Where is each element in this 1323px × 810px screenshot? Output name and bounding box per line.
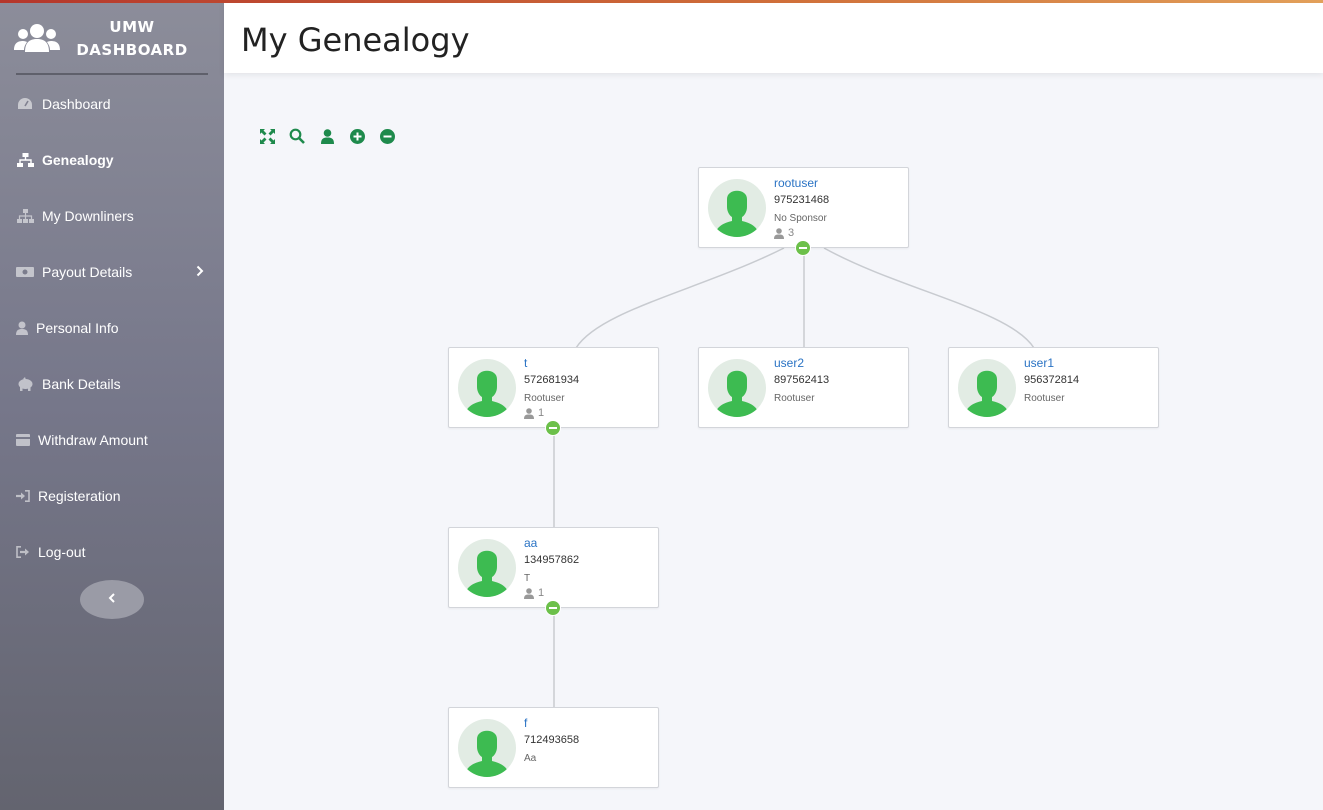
tree-toolbar	[258, 127, 408, 145]
search-icon[interactable]	[288, 127, 306, 145]
node-sponsor: Aa	[524, 753, 537, 764]
brand-line-2: DASHBOARD	[76, 41, 188, 59]
node-sponsor: Rootuser	[774, 393, 815, 404]
collapse-toggle[interactable]	[545, 420, 561, 436]
sign-out-icon	[16, 544, 30, 560]
piggy-bank-icon	[16, 376, 34, 392]
top-accent-bar	[0, 0, 1323, 3]
node-id: 956372814	[1024, 374, 1080, 386]
avatar	[458, 539, 516, 597]
node-downline-count: 3	[774, 227, 794, 239]
tree-node-user1[interactable]: user1 956372814 Rootuser	[948, 347, 1159, 428]
zoom-in-icon[interactable]	[348, 127, 366, 145]
user-icon[interactable]	[318, 127, 336, 145]
collapse-toggle[interactable]	[795, 240, 811, 256]
sidebar-divider	[16, 73, 208, 75]
sidebar-item-label: Bank Details	[42, 376, 121, 392]
sitemap-icon	[16, 152, 34, 168]
wallet-icon	[16, 432, 30, 448]
node-downline-count: 1	[524, 587, 544, 599]
tree-node-t[interactable]: t 572681934 Rootuser 1	[448, 347, 659, 436]
sidebar-item-label: Personal Info	[36, 320, 119, 336]
node-id: 712493658	[524, 734, 580, 746]
chevron-right-icon	[196, 264, 204, 280]
sidebar: UMW DASHBOARD Dashboard Genealogy My Dow…	[0, 0, 224, 810]
node-id: 897562413	[774, 374, 830, 386]
node-name[interactable]: f	[524, 716, 528, 730]
sidebar-item-label: Payout Details	[42, 264, 133, 280]
sidebar-item-label: My Downliners	[42, 208, 134, 224]
user-icon	[524, 407, 534, 419]
zoom-out-icon[interactable]	[378, 127, 396, 145]
node-id: 975231468	[774, 194, 830, 206]
node-id: 134957862	[524, 554, 580, 566]
sidebar-item-withdraw-amount[interactable]: Withdraw Amount	[0, 412, 224, 468]
speedometer-icon	[16, 96, 34, 112]
count-value: 1	[538, 587, 545, 599]
node-id: 572681934	[524, 374, 580, 386]
avatar	[958, 359, 1016, 417]
brand[interactable]: UMW DASHBOARD	[0, 10, 224, 70]
user-icon	[16, 320, 28, 336]
page-title: My Genealogy	[241, 21, 470, 59]
sidebar-item-payout-details[interactable]: Payout Details	[0, 244, 224, 300]
avatar	[708, 359, 766, 417]
node-sponsor: Rootuser	[1024, 393, 1065, 404]
sidebar-item-personal-info[interactable]: Personal Info	[0, 300, 224, 356]
sidebar-item-my-downliners[interactable]: My Downliners	[0, 188, 224, 244]
tree-node-aa[interactable]: aa 134957862 T 1	[448, 527, 659, 616]
expand-icon[interactable]	[258, 127, 276, 145]
tree-node-rootuser[interactable]: rootuser 975231468 No Sponsor 3	[698, 167, 909, 256]
sidebar-item-registeration[interactable]: Registeration	[0, 468, 224, 524]
sidebar-item-label: Genealogy	[42, 152, 114, 168]
user-icon	[774, 227, 784, 239]
node-name[interactable]: aa	[524, 536, 538, 550]
sidebar-item-label: Withdraw Amount	[38, 432, 148, 448]
count-value: 3	[788, 227, 795, 239]
brand-line-1: UMW	[109, 18, 155, 36]
node-sponsor: Rootuser	[524, 393, 565, 404]
node-name[interactable]: user2	[774, 356, 805, 370]
sidebar-item-log-out[interactable]: Log-out	[0, 524, 224, 580]
brand-title: UMW DASHBOARD	[68, 16, 196, 62]
node-name[interactable]: rootuser	[774, 176, 819, 190]
avatar	[458, 719, 516, 777]
sidebar-nav: Dashboard Genealogy My Downliners Payout…	[0, 76, 224, 580]
users-group-icon	[14, 22, 60, 54]
sign-in-icon	[16, 488, 30, 504]
collapse-toggle[interactable]	[545, 600, 561, 616]
node-name[interactable]: user1	[1024, 356, 1055, 370]
count-value: 1	[538, 407, 545, 419]
sidebar-collapse-button[interactable]	[80, 580, 144, 619]
user-icon	[524, 587, 534, 599]
money-icon	[16, 264, 34, 280]
hierarchy-icon	[16, 208, 34, 224]
sidebar-item-genealogy[interactable]: Genealogy	[0, 132, 224, 188]
tree-node-f[interactable]: f 712493658 Aa	[448, 707, 659, 788]
avatar	[708, 179, 766, 237]
page-header: My Genealogy	[224, 3, 1323, 73]
avatar	[458, 359, 516, 417]
chevron-left-icon	[108, 591, 116, 609]
sidebar-item-label: Log-out	[38, 544, 86, 560]
node-downline-count: 1	[524, 407, 544, 419]
node-name[interactable]: t	[524, 356, 528, 370]
sidebar-item-label: Registeration	[38, 488, 121, 504]
sidebar-item-dashboard[interactable]: Dashboard	[0, 76, 224, 132]
node-sponsor: T	[524, 573, 531, 584]
node-sponsor: No Sponsor	[774, 213, 827, 224]
sidebar-item-label: Dashboard	[42, 96, 111, 112]
tree-node-user2[interactable]: user2 897562413 Rootuser	[698, 347, 909, 428]
sidebar-item-bank-details[interactable]: Bank Details	[0, 356, 224, 412]
